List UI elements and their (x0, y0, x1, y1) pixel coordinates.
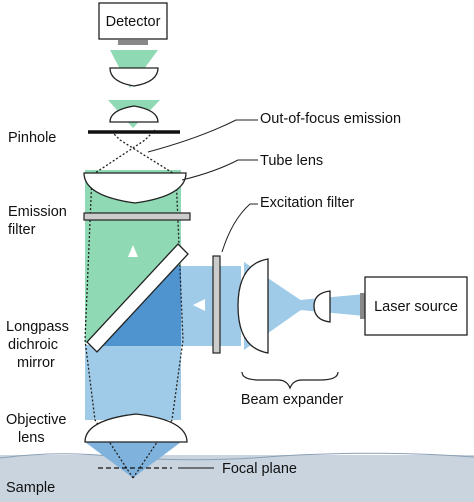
pinhole-label: Pinhole (8, 130, 56, 146)
excitation-filter (212, 255, 221, 354)
out-of-focus-label: Out-of-focus emission (260, 111, 401, 127)
emission-filter-label-2: filter (8, 222, 36, 238)
tube-lens-leader (181, 159, 258, 181)
detector-label: Detector (106, 14, 161, 30)
expander-lens-large (237, 258, 269, 354)
excitation-filter-label: Excitation filter (260, 195, 354, 211)
expander-lens-small (313, 290, 331, 323)
excitation-direction-arrow (193, 299, 205, 311)
beam-expander-label: Beam expander (241, 392, 344, 408)
detector-box (98, 2, 168, 40)
laser-source-aperture (360, 293, 365, 319)
excitation-filter-leader (221, 203, 258, 253)
emission-filter-label-1: Emission (8, 204, 67, 220)
beam-expander-bracket (241, 371, 339, 390)
sample-label: Sample (6, 480, 55, 496)
detector-lens-upper (109, 67, 159, 87)
longpass-label-1: Longpass (6, 319, 69, 335)
tube-lens (83, 172, 187, 204)
objective-lens (84, 413, 188, 443)
tube-lens-label: Tube lens (260, 153, 323, 169)
laser-source-label: Laser source (374, 299, 458, 315)
laser-source-box (364, 276, 468, 336)
detector-sensor (118, 40, 148, 45)
excitation-focus-cone (85, 442, 181, 478)
excitation-beam-narrow (300, 294, 365, 316)
emission-filter (83, 212, 191, 221)
out-of-focus-leader (147, 119, 258, 153)
sample-surface-line (0, 452, 474, 461)
focal-plane-label: Focal plane (222, 461, 297, 477)
dichroic-mirror (86, 243, 189, 353)
longpass-label-2: dichroic (8, 337, 58, 353)
objective-label-2: lens (18, 430, 45, 446)
excitation-beam-horizontal (175, 266, 241, 346)
sample-region (0, 455, 474, 502)
longpass-label-3: mirror (17, 355, 55, 371)
emission-direction-arrow (128, 245, 138, 257)
objective-label-1: Objective (6, 412, 66, 428)
detector-lens-lower (109, 105, 159, 123)
excitation-beam-down (85, 345, 181, 420)
